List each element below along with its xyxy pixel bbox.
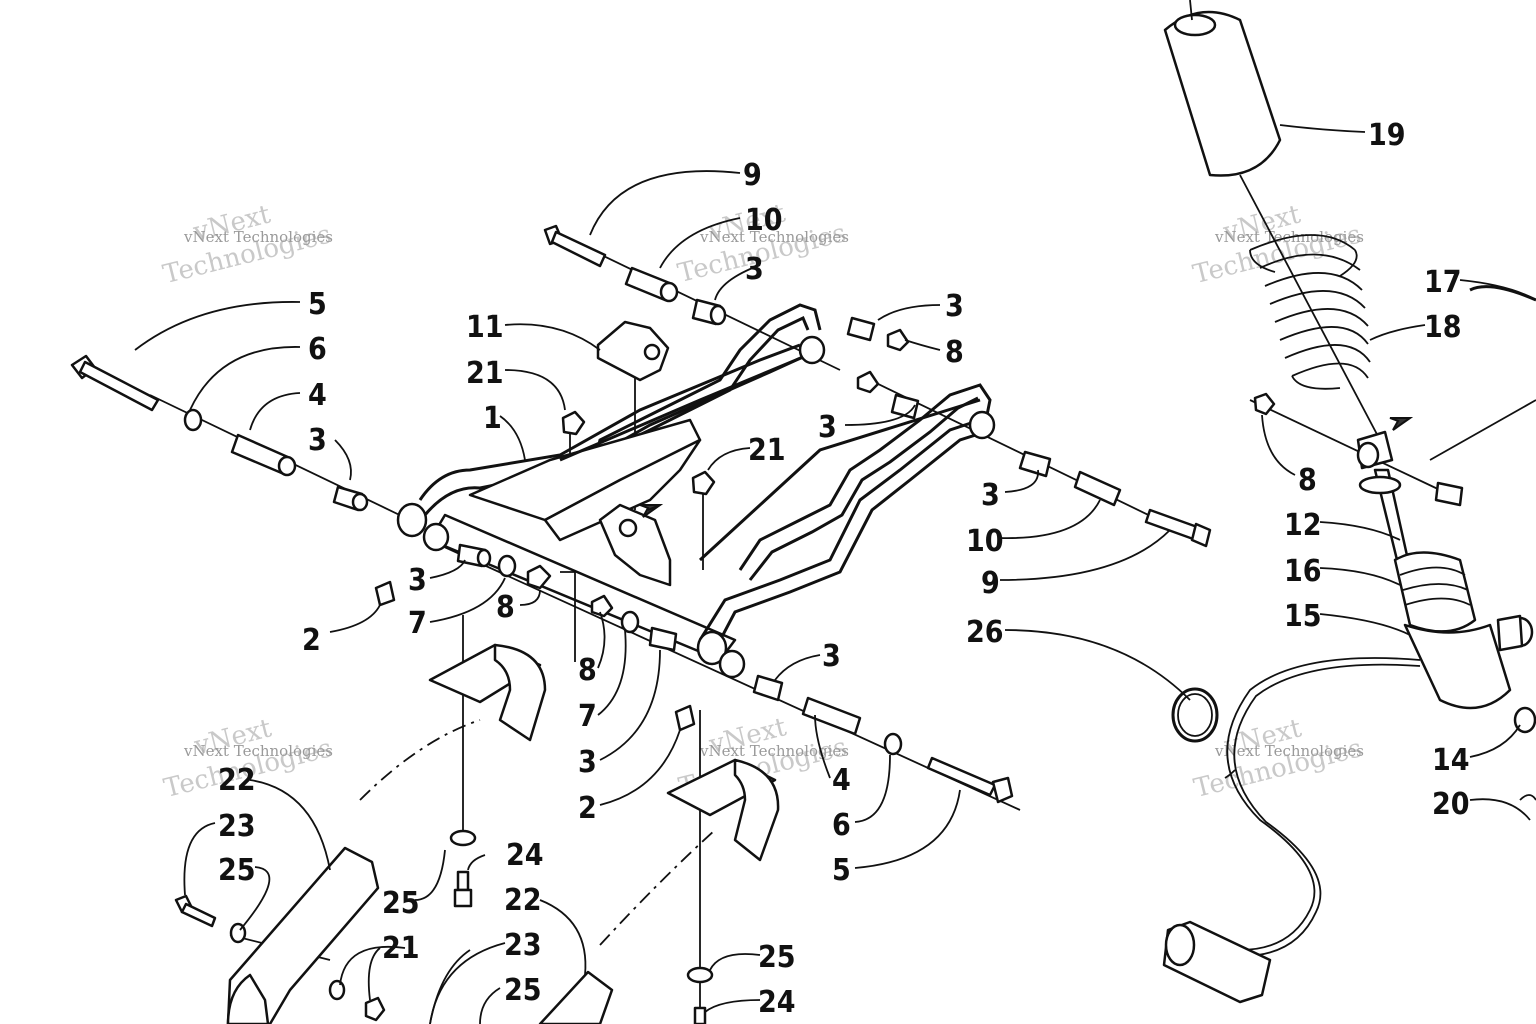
callout-24a: 24	[506, 838, 544, 873]
callout-5a: 5	[308, 287, 327, 322]
callout-6b: 6	[832, 808, 851, 843]
callout-10a: 10	[745, 203, 783, 238]
callout-3c: 3	[745, 252, 764, 287]
callout-17: 17	[1424, 265, 1462, 300]
callout-22b: 22	[504, 883, 542, 918]
watermark-small-bottom-center: vNext Technologies	[699, 742, 849, 760]
callout-21a: 21	[466, 356, 504, 391]
callout-3a: 3	[308, 423, 327, 458]
top-bolt-stack	[543, 224, 920, 420]
left-bolt-stack	[70, 354, 369, 512]
part-21-nut-b	[691, 470, 716, 496]
left-lower-hardware	[374, 543, 696, 732]
callout-5b: 5	[832, 853, 851, 888]
arrow-indicator-frame	[639, 504, 664, 518]
callout-15: 15	[1284, 599, 1322, 634]
watermark-small-top-left: vNext Technologies	[183, 228, 333, 246]
callout-8c: 8	[945, 335, 964, 370]
callout-21c: 21	[382, 931, 420, 966]
callout-22a: 22	[218, 763, 256, 798]
callout-3f: 3	[981, 478, 1000, 513]
part-11-stop-block	[596, 320, 670, 382]
watermark-small-top-center: vNext Technologies	[699, 228, 849, 246]
callout-21b: 21	[748, 433, 786, 468]
wear-pad-left	[359, 643, 547, 801]
callout-10b: 10	[966, 524, 1004, 559]
callout-7a: 7	[408, 606, 427, 641]
callout-9b: 9	[981, 566, 1000, 601]
callout-labels: 1 2 2 3 3 3 3 3 3 3 3 4 4 5 5 6 6 7 7 8 …	[218, 118, 1470, 1020]
callout-25a: 25	[218, 853, 256, 888]
callout-23b: 23	[504, 928, 542, 963]
callout-23a: 23	[218, 809, 256, 844]
callout-4a: 4	[308, 378, 327, 413]
callout-1: 1	[483, 401, 502, 436]
callout-3g: 3	[578, 745, 597, 780]
callout-4b: 4	[832, 763, 851, 798]
part-21-nut-c	[364, 996, 386, 1022]
callout-8a: 8	[496, 590, 515, 625]
callout-14: 14	[1432, 743, 1470, 778]
arrow-indicator-shock	[1389, 417, 1414, 431]
wear-pad-right	[599, 758, 780, 946]
callout-6a: 6	[308, 332, 327, 367]
callout-11: 11	[466, 310, 504, 345]
shock-assembly	[1162, 0, 1536, 1004]
callout-24b: 24	[758, 985, 796, 1020]
callout-19: 19	[1368, 118, 1406, 153]
callout-3d: 3	[945, 289, 964, 324]
callout-3h: 3	[822, 639, 841, 674]
callout-25b: 25	[382, 886, 420, 921]
watermark-small-bottom-left: vNext Technologies	[183, 742, 333, 760]
a-arm-frame	[396, 303, 996, 679]
right-bolt-stack	[752, 450, 1212, 804]
callout-3b: 3	[408, 563, 427, 598]
watermark-small-bottom-right: vNext Technologies	[1214, 742, 1364, 760]
callout-2a: 2	[302, 623, 321, 658]
callout-8d: 8	[1298, 463, 1317, 498]
callout-26: 26	[966, 615, 1004, 650]
leader-lines	[134, 124, 1536, 1024]
slide-rail-left	[226, 846, 380, 1024]
callout-20: 20	[1432, 787, 1470, 822]
wear-pad-hardware	[174, 829, 714, 1024]
callout-25c: 25	[504, 973, 542, 1008]
callout-3e: 3	[818, 410, 837, 445]
callout-18: 18	[1424, 310, 1462, 345]
part-21-nut-a	[561, 410, 586, 436]
callout-12: 12	[1284, 508, 1322, 543]
callout-2b: 2	[578, 791, 597, 826]
callout-8b: 8	[578, 653, 597, 688]
callout-7b: 7	[578, 699, 597, 734]
callout-25d: 25	[758, 940, 796, 975]
callout-16: 16	[1284, 554, 1322, 589]
callout-9a: 9	[743, 158, 762, 193]
